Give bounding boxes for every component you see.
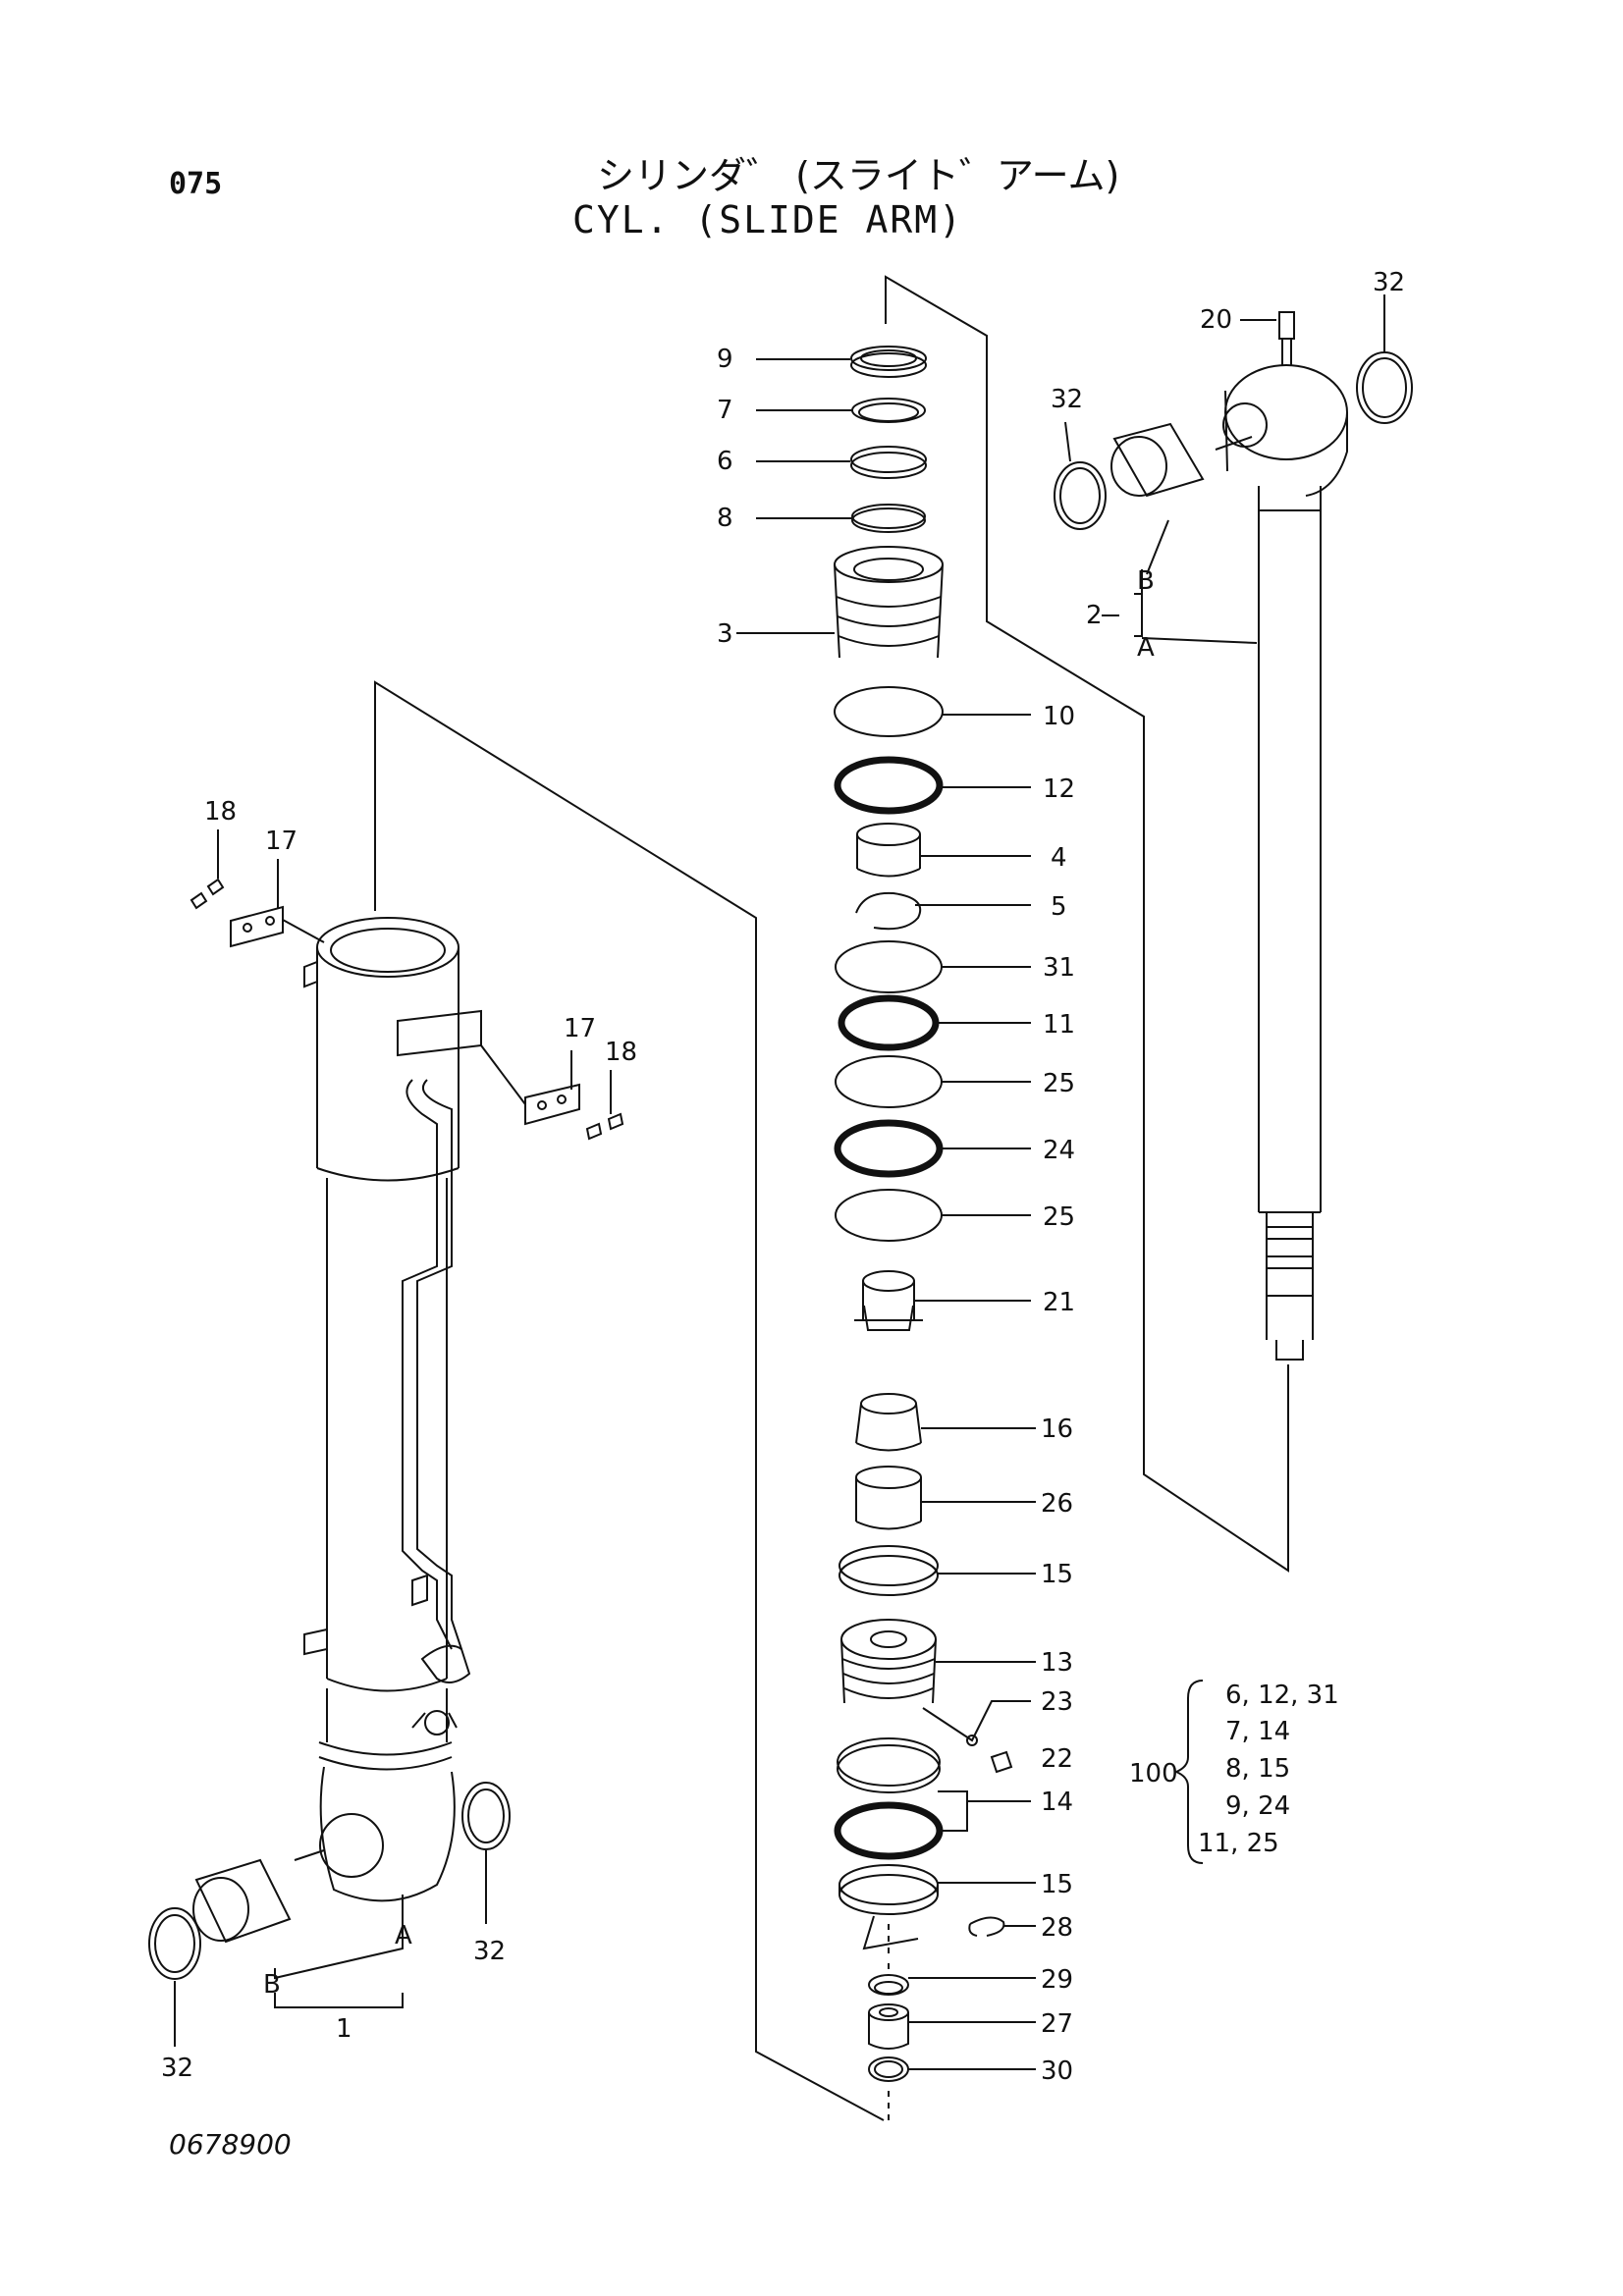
- callout-25-lower: 25: [1043, 1202, 1075, 1232]
- callout-11: 11: [1043, 1010, 1075, 1040]
- callout-7: 7: [717, 396, 733, 425]
- callout-12: 12: [1043, 774, 1075, 804]
- kit-line-3: 8, 15: [1225, 1754, 1290, 1784]
- tube-label-b: B: [263, 1970, 281, 2000]
- tube-group-label: 1: [336, 2014, 352, 2044]
- cylinder-tube-drawing: [148, 829, 624, 2047]
- kit-line-1: 6, 12, 31: [1225, 1681, 1339, 1710]
- callout-5: 5: [1051, 892, 1067, 922]
- callout-10: 10: [1043, 702, 1075, 731]
- callout-20: 20: [1200, 305, 1232, 335]
- callout-4: 4: [1051, 843, 1067, 873]
- callout-30: 30: [1041, 2056, 1073, 2086]
- callout-24: 24: [1043, 1136, 1075, 1165]
- callout-8: 8: [717, 504, 733, 533]
- page-number: 075: [169, 167, 223, 201]
- piston-rod-drawing: [885, 275, 1413, 1573]
- callout-23: 23: [1041, 1687, 1073, 1717]
- kit-line-2: 7, 14: [1225, 1717, 1290, 1746]
- callout-18-side: 18: [605, 1038, 637, 1067]
- kit-line-5: 11, 25: [1198, 1829, 1279, 1858]
- rod-label-b: B: [1137, 566, 1155, 596]
- callout-32-rod-left: 32: [1051, 385, 1083, 414]
- callout-28: 28: [1041, 1913, 1073, 1943]
- kit-line-4: 9, 24: [1225, 1791, 1290, 1821]
- callout-17-top: 17: [265, 827, 298, 856]
- callout-32-tube-right: 32: [473, 1937, 506, 1966]
- callout-27: 27: [1041, 2009, 1073, 2039]
- callout-15-lower: 15: [1041, 1870, 1073, 1899]
- kit-label: 100: [1129, 1759, 1178, 1789]
- callout-32-rod-right: 32: [1373, 268, 1405, 297]
- callout-15-upper: 15: [1041, 1560, 1073, 1589]
- callout-18-top: 18: [204, 797, 237, 827]
- rod-label-a: A: [1137, 633, 1155, 663]
- seal-stack-drawing: [374, 346, 1036, 2121]
- callout-6: 6: [717, 447, 733, 476]
- callout-3: 3: [717, 619, 733, 649]
- drawing-number: 0678900: [169, 2128, 292, 2161]
- callout-16: 16: [1041, 1415, 1073, 1444]
- callout-13: 13: [1041, 1648, 1073, 1678]
- seal-kit-list: 100 6, 12, 31 7, 14 8, 15 9, 24 11, 25: [1129, 1680, 1339, 1864]
- callout-21: 21: [1043, 1288, 1075, 1317]
- callout-9: 9: [717, 345, 733, 374]
- callout-32-tube-left: 32: [161, 2054, 193, 2083]
- callout-31: 31: [1043, 953, 1075, 983]
- callout-29: 29: [1041, 1965, 1073, 1995]
- callout-25-upper: 25: [1043, 1069, 1075, 1098]
- tube-label-a: A: [395, 1921, 412, 1950]
- callout-17-side: 17: [564, 1014, 596, 1043]
- title-japanese: シリンダ゛ (スライト゛アーム): [597, 154, 1120, 197]
- callout-14: 14: [1041, 1788, 1073, 1817]
- callout-26: 26: [1041, 1489, 1073, 1519]
- title-english: CYL. (SLIDE ARM): [572, 198, 964, 241]
- callout-labels: 9 7 6 8 3 10 12 4 5 31 11 25 24 25 21 16…: [161, 268, 1405, 2086]
- callout-22: 22: [1041, 1744, 1073, 1774]
- rod-group-label: 2: [1086, 601, 1103, 630]
